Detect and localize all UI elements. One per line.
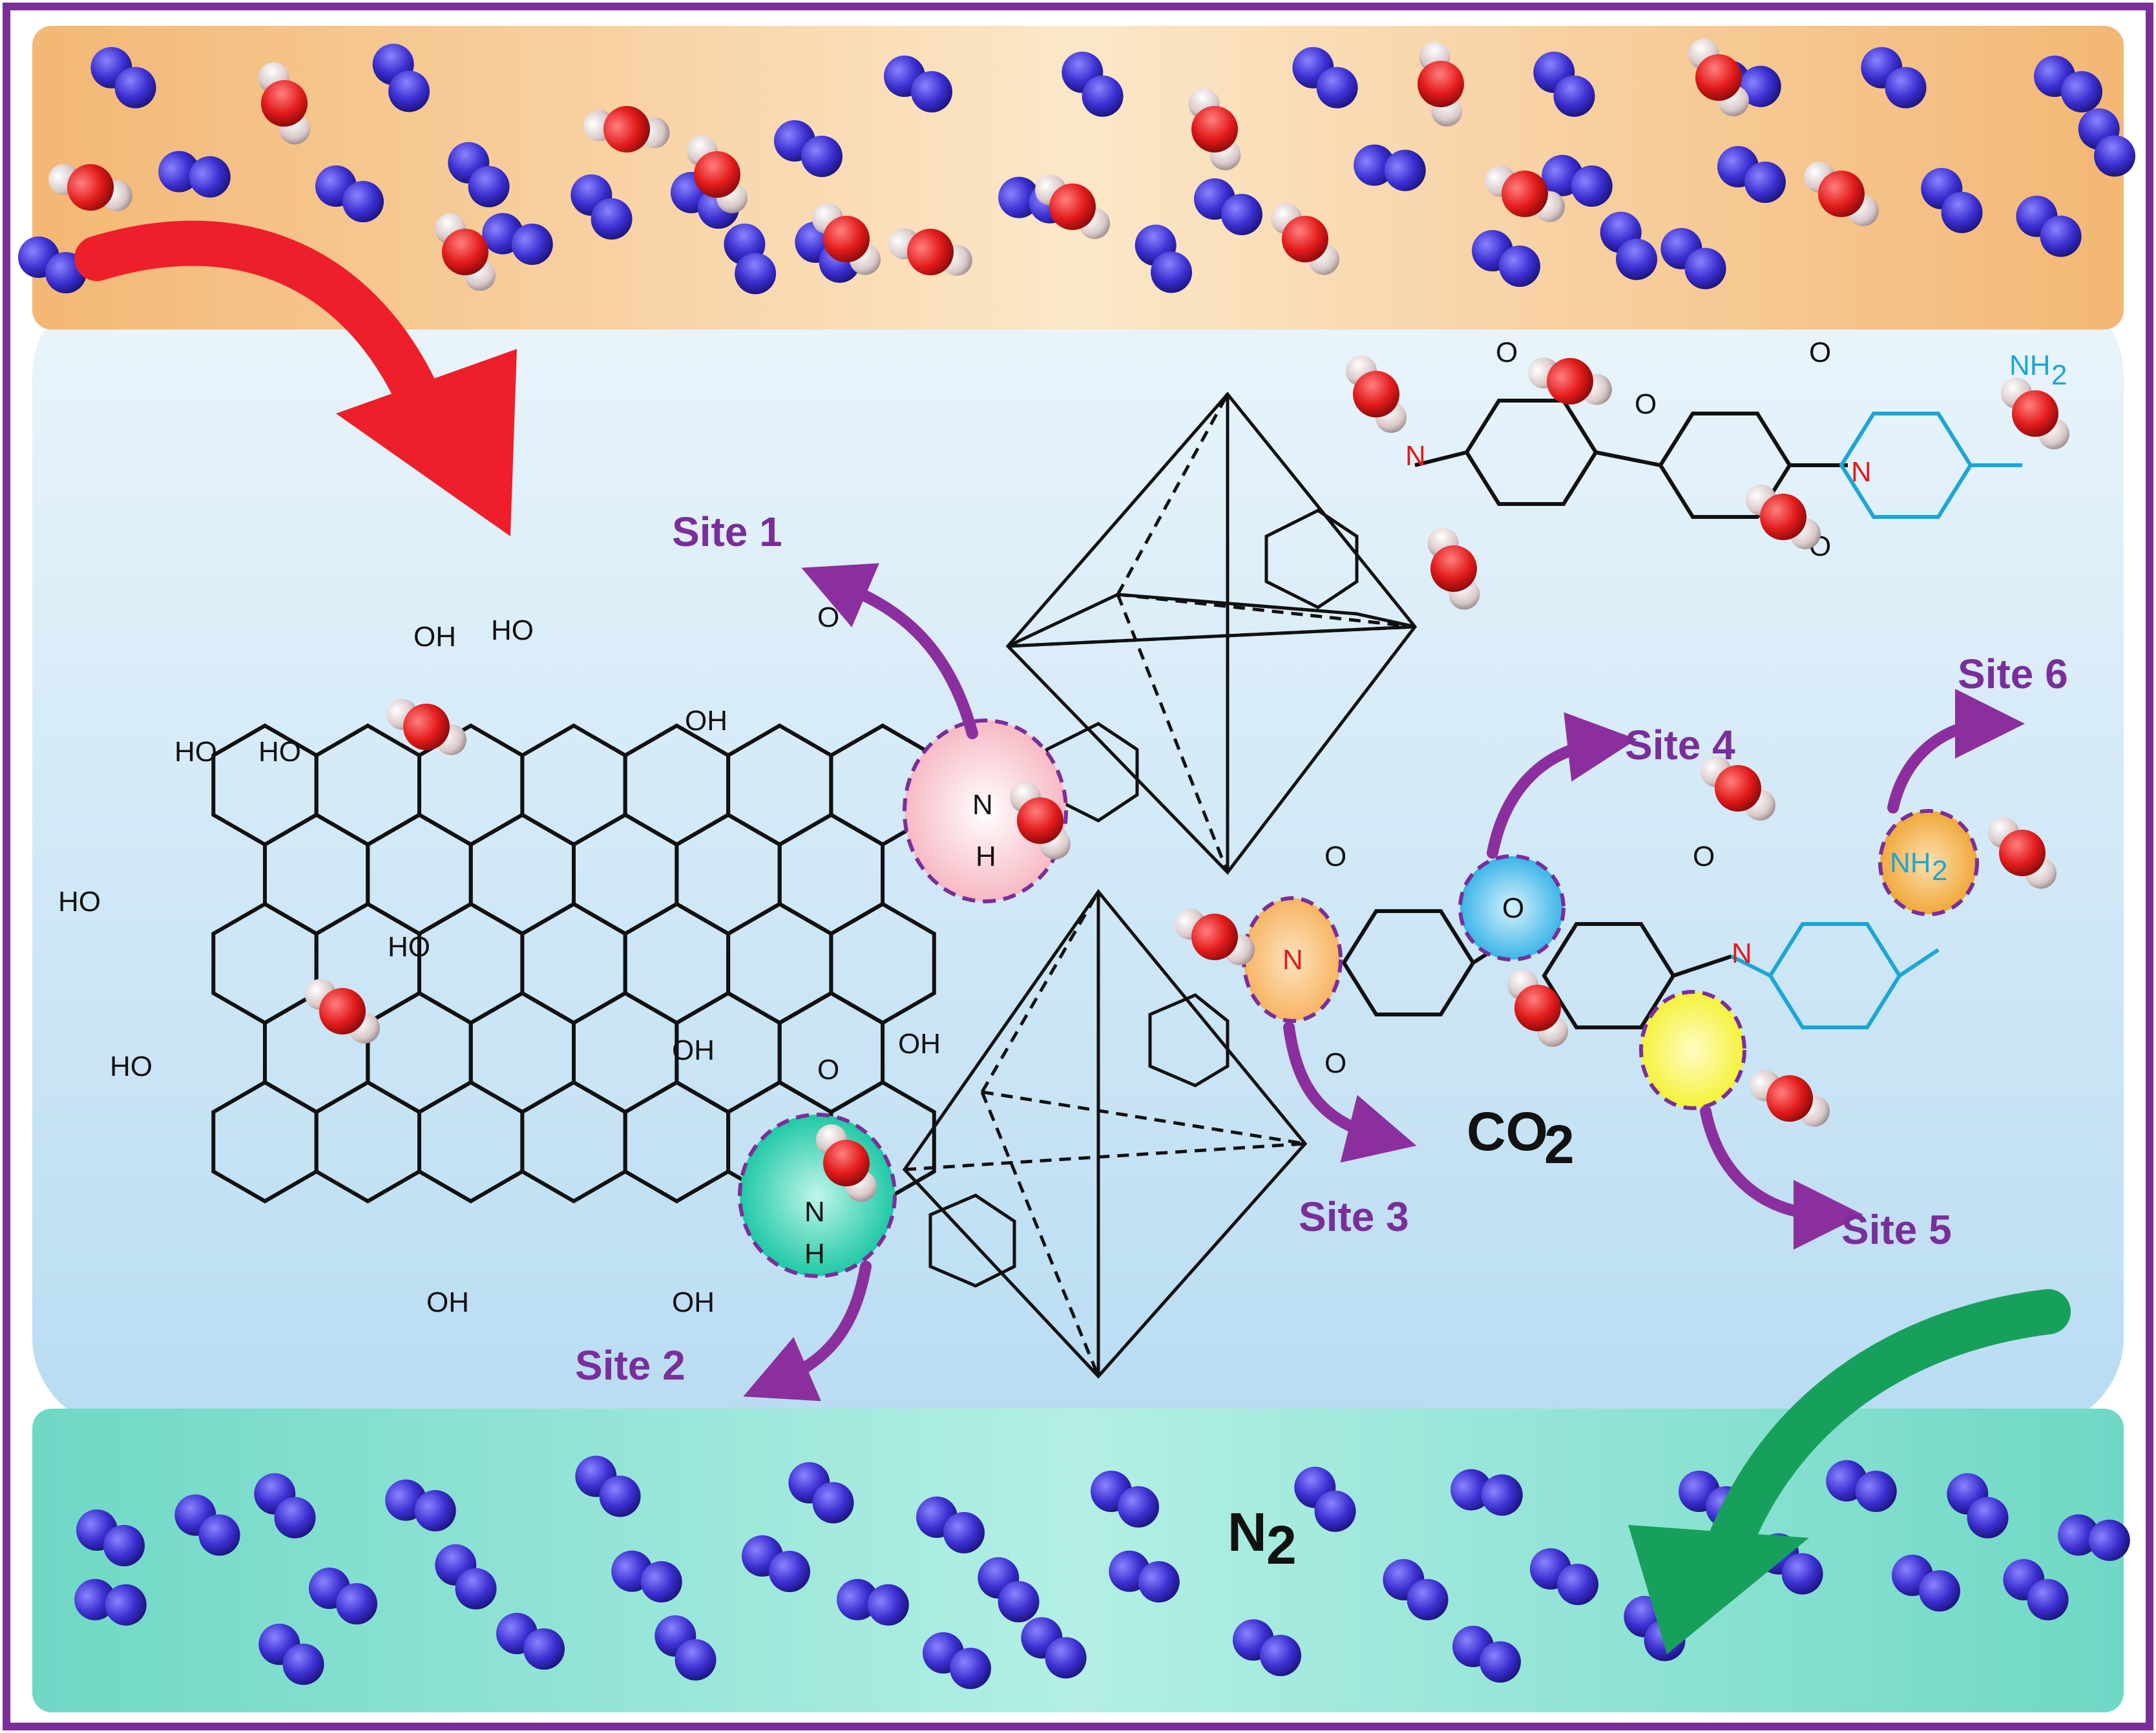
oh-label-4: OH [898, 1028, 941, 1060]
site-arrows [743, 563, 2025, 1402]
site5-label: Site 5 [1841, 1206, 1952, 1253]
site4-arrow [1487, 712, 1637, 859]
oh-label-3: OH [672, 1035, 715, 1066]
o-label: O [1496, 337, 1518, 368]
site5-arrow [1700, 1106, 1863, 1250]
curved-arrow-icon [1628, 1289, 2071, 1654]
n2-label: N [1228, 1502, 1267, 1562]
site5-marker [1639, 990, 1746, 1110]
co2-molecule-icon: CO 2 [1467, 1101, 1575, 1175]
co2-label: CO [1467, 1101, 1548, 1162]
curved-arrow-icon [74, 220, 517, 536]
site1-label: Site 1 [672, 509, 782, 555]
site6-nh2: NH [1890, 847, 1931, 879]
ho-label-3: HO [491, 614, 534, 646]
n2-molecule-icon: N 2 [1228, 1502, 1297, 1575]
o-label-7: O [1693, 841, 1715, 872]
site6-marker: NH 2 [1878, 809, 1979, 916]
site6-label: Site 6 [1958, 651, 2068, 697]
oh-label: OH [413, 621, 456, 653]
o-label-4: O [1635, 388, 1657, 420]
site3-marker: N [1242, 896, 1343, 1023]
membrane-region [32, 284, 2124, 1428]
imide-n-label: N [1851, 456, 1872, 488]
o-label-10: O [817, 1054, 839, 1086]
site3-arrow [1283, 1022, 1417, 1163]
ho-label-6: HO [388, 931, 430, 963]
site6-nh2-sub: 2 [1932, 855, 1947, 887]
site1-h: H [976, 841, 996, 872]
polyimide-chain-lower [1341, 909, 1940, 1029]
site2-arrow [743, 1261, 872, 1402]
oh-label-2: OH [685, 705, 727, 737]
ho-label-2: HO [174, 736, 217, 768]
ho-label: HO [258, 736, 301, 768]
site-labels: Site 1 Site 2 Site 3 Site 4 Site 5 Site … [575, 509, 2068, 1389]
site4-marker: O [1458, 854, 1565, 961]
site4-o: O [1502, 892, 1524, 924]
graphene-oxide-structure [211, 723, 936, 1204]
octahedral-cage-upper [1005, 392, 1418, 875]
oh-label-6: OH [672, 1287, 715, 1318]
chemical-labels: HO HO OH HO OH HO HO HO OH OH OH OH O O … [58, 337, 1872, 1318]
imide-n-label-3: N [1405, 440, 1426, 472]
site1-n: N [972, 789, 993, 821]
o-label-2: O [1809, 337, 1831, 368]
site3-label: Site 3 [1299, 1193, 1409, 1240]
site3-n: N [1282, 944, 1303, 976]
octahedral-cage-lower [902, 888, 1308, 1379]
amine-group-upper: NH 2 [2009, 350, 2067, 391]
nh2-sub: 2 [2051, 359, 2067, 391]
site1-marker: N H [903, 719, 1068, 903]
site2-h: H [804, 1238, 825, 1270]
site2-label: Site 2 [575, 1342, 686, 1389]
site6-arrow [1887, 689, 2025, 814]
o-label-9: O [817, 602, 839, 633]
n2-sub: 2 [1266, 1515, 1297, 1575]
o-label-6: O [1324, 1047, 1346, 1079]
site2-n: N [804, 1196, 825, 1228]
co2-sub: 2 [1544, 1114, 1575, 1175]
oh-label-5: OH [426, 1287, 469, 1318]
ho-label-5: HO [110, 1051, 152, 1082]
site1-arrow [801, 563, 978, 739]
nh2-label: NH [2009, 350, 2051, 381]
feed-gas-band [32, 26, 2124, 330]
ho-label-4: HO [58, 886, 101, 918]
imide-n-label-2: N [1732, 938, 1752, 969]
o-label-5: O [1324, 841, 1346, 872]
polyimide-chain-upper [1414, 399, 2022, 519]
